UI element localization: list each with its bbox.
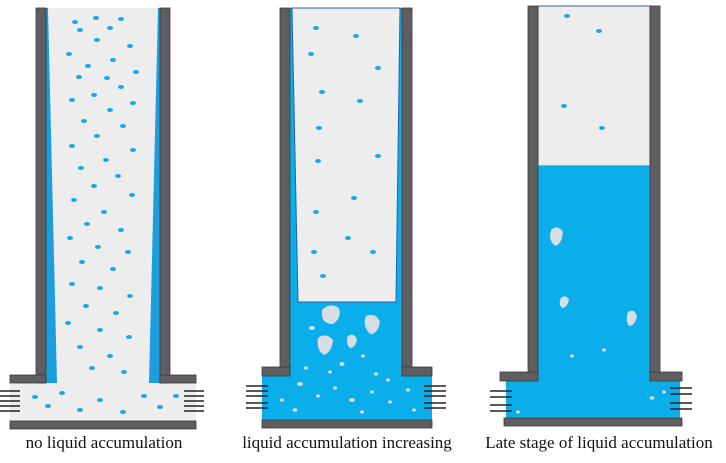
liquid-column [538, 166, 650, 380]
gas-bubbles [516, 227, 666, 414]
droplets [561, 14, 605, 130]
tubing-wall-right [649, 5, 661, 381]
liquid-film-left [46, 8, 57, 383]
gas-core [291, 7, 401, 303]
tubing-wall-left [527, 5, 539, 381]
perforations-right [424, 385, 446, 409]
panel-late-stage [490, 5, 692, 427]
perforations-right [670, 387, 692, 410]
casing-shoulder-right [159, 374, 197, 384]
gas-bubbles [280, 305, 416, 414]
caption-late-stage: Late stage of liquid accumulation [485, 433, 713, 452]
tubing-wall-right [159, 7, 171, 384]
perforations-left [0, 390, 20, 412]
caption-no-accumulation: no liquid accumulation [25, 433, 183, 452]
casing-shoulder-right [649, 371, 683, 382]
panel-accumulation-increasing [246, 7, 446, 429]
droplets [32, 16, 179, 414]
bottom-chamber [10, 383, 196, 421]
bottom-chamber-liquid [262, 375, 432, 420]
panel-no-accumulation [0, 7, 204, 430]
bottom-plate [503, 417, 683, 427]
bottom-plate [9, 420, 197, 430]
droplets [308, 26, 381, 278]
casing-shoulder-left [9, 374, 47, 384]
casing-shoulder-right [401, 366, 433, 377]
bottom-plate [261, 419, 433, 429]
perforations-left [246, 385, 268, 409]
liquid-film-right [149, 8, 160, 383]
tubing-wall-left [35, 7, 47, 384]
casing-shoulder-left [499, 371, 539, 382]
casing-shoulder-left [261, 366, 291, 377]
tubing-wall-left [279, 7, 291, 376]
perforations-left [490, 390, 512, 412]
caption-accumulation-increasing: liquid accumulation increasing [242, 433, 452, 452]
liquid-column [290, 300, 402, 375]
gas-region [537, 5, 651, 167]
perforations-right [184, 390, 204, 412]
tubing-wall-right [401, 7, 413, 376]
gas-core [48, 8, 158, 383]
